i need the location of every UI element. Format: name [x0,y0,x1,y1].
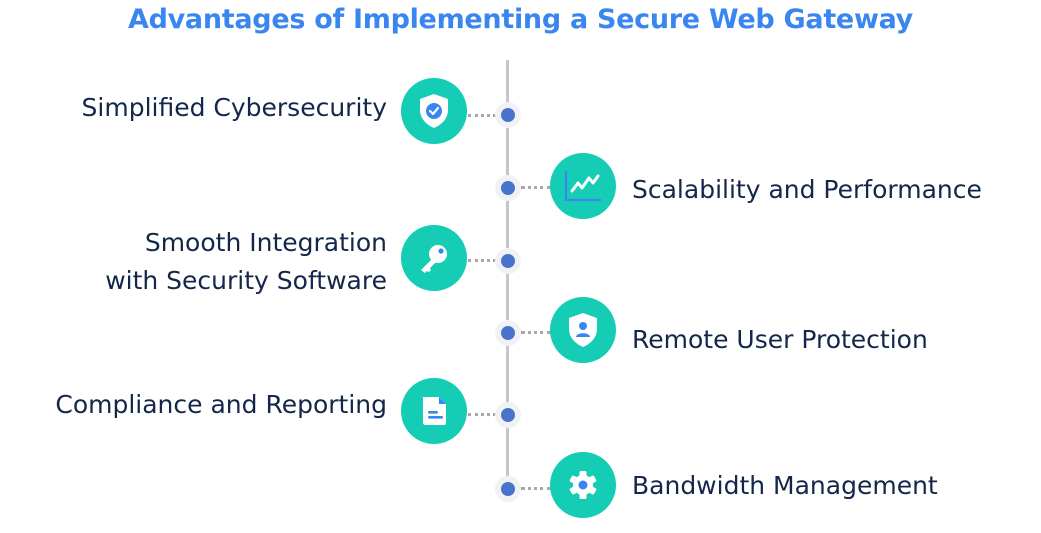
line-chart-icon [564,171,601,202]
item-label-line: Smooth Integration [144,228,387,257]
timeline-dot [495,320,521,346]
connector [468,114,496,117]
timeline-dot [495,476,521,502]
timeline-line [506,60,509,490]
timeline-dot [495,402,521,428]
icon-circle [401,378,467,444]
document-icon [423,397,446,425]
item-label-line: Remote User Protection [632,325,928,354]
item-label: Bandwidth Management [632,467,938,505]
timeline-dot [495,102,521,128]
item-label: Simplified Cybersecurity [82,89,387,127]
timeline-dot [495,248,521,274]
icon-circle [550,297,616,363]
key-icon [421,245,447,273]
connector [468,413,496,416]
item-label-line: Simplified Cybersecurity [81,93,387,122]
page-title: Advantages of Implementing a Secure Web … [128,4,913,35]
icon-circle [550,153,616,219]
timeline-dot [495,175,521,201]
connector [521,331,551,334]
item-label-line: Compliance and Reporting [55,390,387,419]
item-label-line: with Security Software [105,266,387,295]
connector [521,487,551,490]
connector [468,259,496,262]
item-label-line: Bandwidth Management [632,471,938,500]
gear-icon [569,471,597,499]
shield-check-icon [420,94,448,128]
item-label: Compliance and Reporting [55,386,387,424]
icon-circle [401,225,467,291]
item-label: Scalability and Performance [632,171,982,209]
icon-circle [401,78,467,144]
item-label: Remote User Protection [632,321,928,359]
item-label-line: Scalability and Performance [632,175,982,204]
shield-user-icon [569,313,597,347]
connector [521,186,551,189]
icon-circle [550,452,616,518]
item-label: Smooth Integration with Security Softwar… [105,224,387,300]
